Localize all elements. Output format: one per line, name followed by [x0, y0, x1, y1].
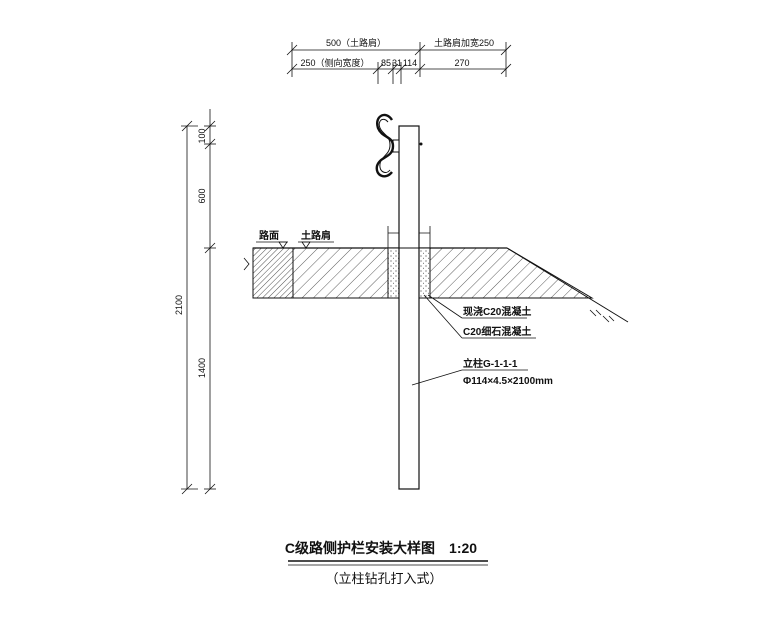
- drawing-title: C级路侧护栏安装大样图 1:20: [285, 540, 477, 556]
- guardrail-post: [398, 125, 420, 490]
- dim-100: 100: [197, 128, 207, 143]
- dim-total-2100: 2100: [174, 295, 184, 315]
- label-fine-concrete: C20细石混凝土: [463, 325, 531, 338]
- dim-85: 85: [381, 58, 391, 68]
- bolt-mark: [419, 142, 423, 146]
- break-mark: [243, 257, 250, 271]
- dim-shoulder-widening: 土路肩加宽250: [434, 37, 494, 48]
- left-dimensions: [181, 109, 216, 495]
- slope-ground-marks: [589, 309, 615, 323]
- dim-114: 114: [403, 58, 417, 68]
- top-dimensions: [286, 42, 512, 84]
- drawing-subtitle: （立柱钻孔打入式）: [325, 571, 442, 586]
- concrete-right: [419, 248, 430, 298]
- label-post-id: 立柱G-1-1-1: [463, 357, 518, 370]
- dim-600: 600: [197, 188, 207, 203]
- label-earth-shoulder: 土路肩: [301, 229, 331, 242]
- dim-270: 270: [454, 58, 469, 68]
- leader-lines: [411, 294, 536, 386]
- label-cast-concrete: 现浇C20混凝土: [463, 305, 531, 318]
- dim-31: 31: [392, 58, 402, 68]
- w-beam-profile: [375, 113, 395, 178]
- dim-1400: 1400: [197, 358, 207, 378]
- dim-overall-shoulder: 500（土路肩）: [326, 37, 386, 48]
- level-marker-shoulder: [301, 241, 311, 249]
- label-road-surface: 路面: [259, 229, 279, 242]
- road-pavement: [252, 247, 294, 299]
- label-post-spec: Φ114×4.5×2100mm: [463, 376, 553, 387]
- slope-line: [506, 247, 629, 323]
- concrete-left: [388, 248, 399, 298]
- level-marker-road: [278, 241, 288, 249]
- dim-lateral-width: 250（侧向宽度）: [300, 57, 369, 68]
